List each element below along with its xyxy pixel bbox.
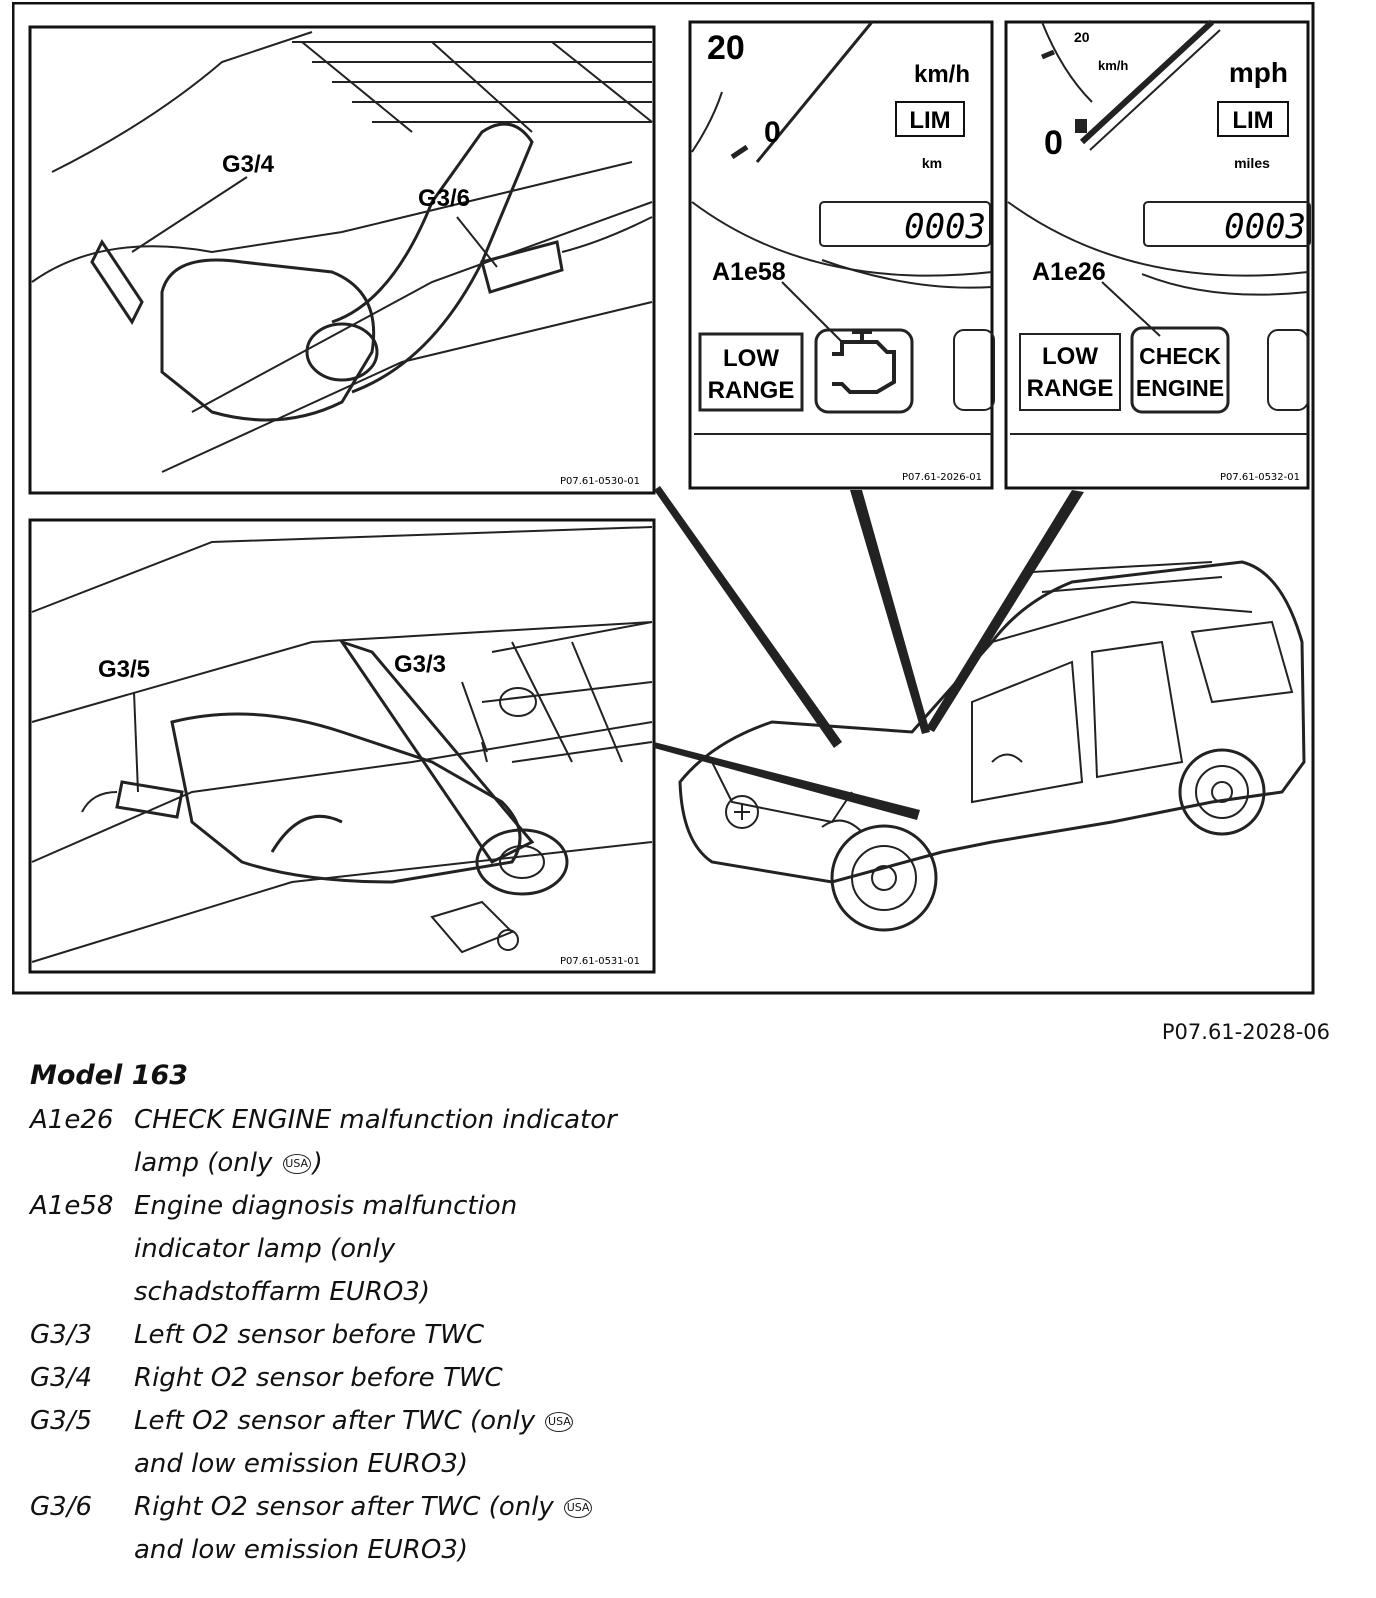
unit-label: mph (1229, 57, 1288, 88)
pointer-wedges (654, 486, 1084, 820)
low-label: LOW (723, 345, 779, 372)
legend-code: A1e26 (30, 1105, 114, 1135)
usa-symbol-icon: USA (282, 1153, 311, 1174)
callout-a1e58: A1e58 (712, 258, 786, 286)
legend-code: G3/6 (30, 1492, 92, 1522)
legend-description: Right O2 sensor after TWC (only USA and … (134, 1486, 730, 1572)
speed-mark: 20 (707, 29, 745, 67)
legend-line: CHECK ENGINE malfunction indicator (134, 1105, 617, 1135)
label-g3-5: G3/5 (98, 656, 150, 683)
legend: Model 163 A1e26 CHECK ENGINE malfunction… (30, 1060, 730, 1572)
speed-zero: 0 (1044, 124, 1063, 162)
legend-item: G3/3 Left O2 sensor before TWC (30, 1314, 730, 1357)
legend-line: Left O2 sensor before TWC (134, 1320, 485, 1350)
range-label: RANGE (708, 377, 795, 404)
legend-code: A1e58 (30, 1191, 114, 1221)
vehicle-illustration (678, 560, 1306, 932)
legend-code: G3/5 (30, 1406, 92, 1436)
lim-label: LIM (1232, 107, 1273, 134)
legend-description: Right O2 sensor before TWC (134, 1357, 730, 1400)
range-label: RANGE (1027, 375, 1114, 402)
legend-item: A1e58 Engine diagnosis malfunction indic… (30, 1185, 730, 1314)
unit-label: km/h (914, 61, 970, 88)
panel-ref: P07.61-0530-01 (560, 476, 640, 487)
legend-description: Left O2 sensor after TWC (only USA and l… (134, 1400, 730, 1486)
legend-line: Left O2 sensor after TWC (only USA (134, 1400, 730, 1443)
low-label: LOW (1042, 343, 1098, 370)
panel-ref: P07.61-2026-01 (902, 472, 982, 483)
legend-item: G3/4 Right O2 sensor before TWC (30, 1357, 730, 1400)
check-label: CHECK (1139, 343, 1221, 369)
legend-line: and low emission EURO3) (134, 1535, 469, 1565)
label-g3-3: G3/3 (394, 651, 446, 678)
lim-label: LIM (909, 107, 950, 134)
legend-line-part: Right O2 sensor after TWC (only (134, 1492, 563, 1522)
legend-line: and low emission EURO3) (134, 1449, 469, 1479)
panel-cluster-us: 20 0 km/h mph LIM miles 0003 A1e26 LOW R… (1004, 19, 1311, 490)
legend-description: CHECK ENGINE malfunction indicator lamp … (134, 1099, 730, 1185)
small-unit-label: km/h (1098, 58, 1128, 73)
legend-line: Right O2 sensor before TWC (134, 1363, 503, 1393)
legend-line-part: ) (312, 1148, 323, 1178)
legend-item: G3/5 Left O2 sensor after TWC (only USA … (30, 1400, 730, 1486)
usa-symbol-icon: USA (545, 1411, 574, 1432)
engine-label: ENGINE (1136, 375, 1224, 401)
odometer: 0003 (904, 207, 986, 247)
legend-line: lamp (only USA) (134, 1142, 730, 1185)
dist-unit: km (922, 155, 942, 171)
legend-line: Engine diagnosis malfunction (134, 1191, 518, 1221)
speed-mark: 20 (1074, 29, 1090, 45)
legend-code: G3/3 (30, 1320, 92, 1350)
panel-cluster-eu: 20 0 km/h LIM km 0003 A1e58 LOW RANGE P0… (688, 20, 995, 490)
legend-line: indicator lamp (only (134, 1234, 396, 1264)
panel-bottom-left: G3/5 G3/3 P07.61-0531-01 (28, 518, 656, 974)
figure-reference: P07.61-2028-06 (1161, 1020, 1330, 1044)
legend-line-part: Left O2 sensor after TWC (only (134, 1406, 544, 1436)
speed-zero: 0 (764, 116, 781, 149)
callout-a1e26: A1e26 (1032, 258, 1106, 286)
usa-symbol-icon: USA (564, 1497, 593, 1518)
legend-item: G3/6 Right O2 sensor after TWC (only USA… (30, 1486, 730, 1572)
panel-top-left: G3/4 G3/6 P07.61-0530-01 (28, 25, 656, 495)
legend-line: Right O2 sensor after TWC (only USA (134, 1486, 730, 1529)
label-g3-6: G3/6 (418, 185, 470, 212)
dist-unit: miles (1234, 155, 1270, 171)
figure-drawing: G3/4 G3/6 P07.61-0530-01 (11, 1, 1315, 995)
panel-ref: P07.61-0531-01 (560, 956, 640, 967)
legend-item: A1e26 CHECK ENGINE malfunction indicator… (30, 1099, 730, 1185)
legend-line-part: lamp (only (134, 1148, 281, 1178)
legend-line: schadstoffarm EURO3) (134, 1277, 431, 1307)
label-g3-4: G3/4 (222, 151, 275, 178)
panel-ref: P07.61-0532-01 (1220, 472, 1300, 483)
legend-code: G3/4 (30, 1363, 92, 1393)
legend-title: Model 163 (30, 1060, 189, 1091)
legend-description: Engine diagnosis malfunction indicator l… (134, 1185, 730, 1314)
figure: G3/4 G3/6 P07.61-0530-01 (11, 1, 1330, 1010)
legend-description: Left O2 sensor before TWC (134, 1314, 730, 1357)
odometer: 0003 (1224, 207, 1306, 247)
